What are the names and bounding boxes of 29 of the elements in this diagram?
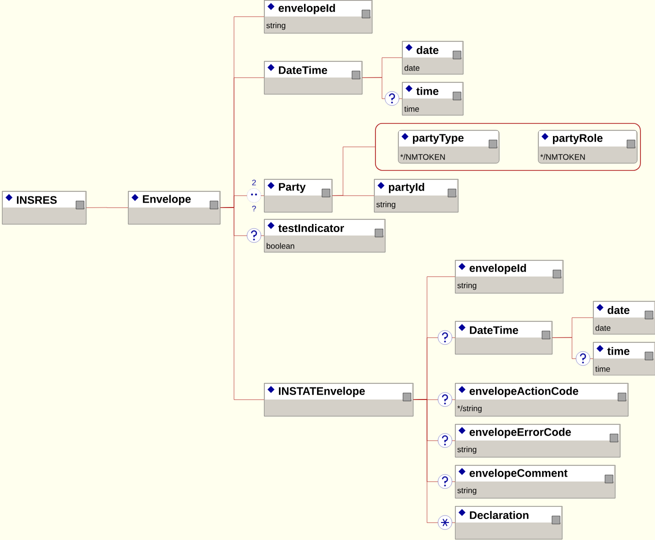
element-box: envelopeComment string [455,465,616,498]
connector-line [220,207,264,400]
connector-line [413,399,456,523]
connector-line [362,77,402,99]
element-box: testIndicator boolean [264,219,386,252]
connector-line [332,195,374,196]
element-box: envelopeId string [455,260,564,294]
element-box: time time [593,342,655,376]
element-box: Envelope [128,191,220,224]
element-box: time time [402,82,464,116]
element-box: partyType */NMTOKEN [398,130,500,164]
element-box: date date [402,41,464,74]
occurrence-label: 2 [252,180,256,186]
element-box: partyId string [374,179,458,212]
connector-line [552,337,594,359]
element-box: date date [593,301,655,334]
element-box: DateTime [455,321,552,354]
element-box: partyRole */NMTOKEN [538,130,638,164]
element-box: envelopeErrorCode string [455,424,620,458]
connector-line [86,207,128,208]
element-box: envelopeId string [264,0,372,34]
element-box: Declaration [455,506,562,540]
element-box: DateTime [264,61,362,94]
element-box: INSRES [2,191,86,224]
element-box: Party [264,179,332,212]
occurrence-label: ? [252,206,256,212]
group-box [375,123,641,171]
element-box: envelopeActionCode */string [455,383,628,416]
element-box: INSTATEnvelope [264,383,414,416]
